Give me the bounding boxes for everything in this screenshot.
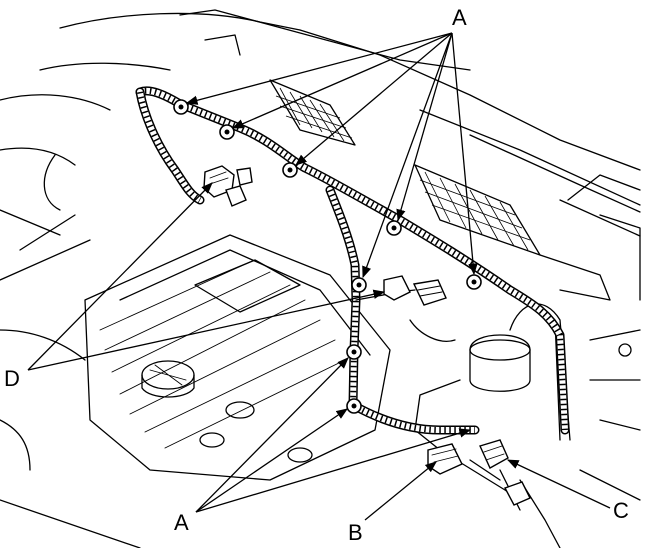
- leader-line-c: [506, 459, 611, 509]
- callout-c: C: [613, 498, 629, 523]
- nut-a-5: [351, 277, 367, 293]
- nut-a-6: [466, 274, 482, 290]
- nut-a-3: [282, 162, 298, 178]
- engine-bolts: [199, 401, 313, 463]
- leader-line-b: [364, 461, 437, 521]
- leader-lines-a-top: [185, 32, 478, 279]
- connector-d-lower: [383, 275, 447, 306]
- leader-lines-a-bottom: [195, 357, 472, 513]
- wire-harness: [135, 86, 570, 501]
- nut-a-2: [219, 124, 235, 140]
- nut-a-8: [346, 398, 362, 414]
- nut-a-4: [386, 220, 402, 236]
- connector-b: [427, 443, 463, 475]
- callout-b: B: [348, 520, 363, 545]
- nut-a-1: [173, 99, 189, 115]
- oil-filler-cap: [141, 360, 195, 398]
- engine-cover: [0, 234, 391, 548]
- connector-d-upper: [203, 165, 253, 207]
- callout-a-bottom: A: [174, 510, 189, 535]
- body-outline: [0, 9, 641, 301]
- callout-d: D: [4, 366, 20, 391]
- nut-a-7: [346, 344, 362, 360]
- cowl-grille: [269, 79, 611, 301]
- leader-lines-d: [27, 182, 386, 371]
- callout-a-top: A: [452, 5, 467, 30]
- connector-c: [479, 439, 531, 506]
